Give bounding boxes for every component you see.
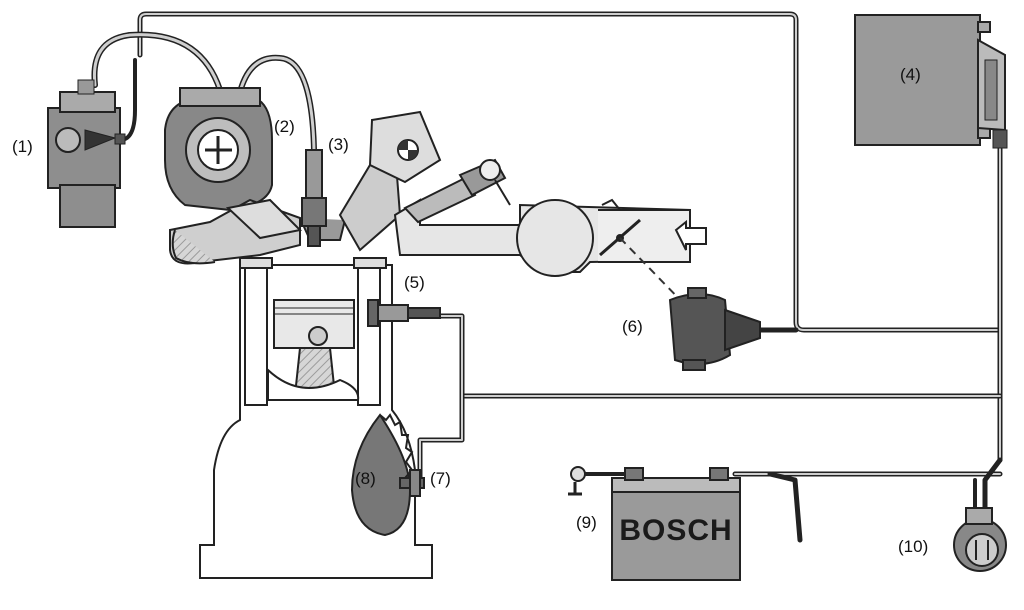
callout-labels: (1) (2) (3) (4) (5) (6) (7) (8) (9) (10) [12, 65, 928, 556]
speed-sensor [399, 469, 425, 497]
label-5: (5) [404, 273, 425, 292]
temperature-sensor [367, 299, 441, 327]
engine-control-unit [854, 14, 1008, 149]
label-2: (2) [274, 117, 295, 136]
label-4: (4) [900, 65, 921, 84]
distributor [164, 87, 273, 212]
label-6: (6) [622, 317, 643, 336]
label-10: (10) [898, 537, 928, 556]
label-1: (1) [12, 137, 33, 156]
label-8: (8) [355, 469, 376, 488]
throttle-position-sensor [668, 287, 761, 371]
ignition-coil [47, 79, 126, 228]
ignition-switch [953, 507, 1007, 572]
label-9: (9) [576, 513, 597, 532]
spark-plug [301, 149, 327, 247]
flywheel-ring-gear [350, 413, 414, 537]
label-7: (7) [430, 469, 451, 488]
label-3: (3) [328, 135, 349, 154]
battery-brand: BOSCH [619, 514, 732, 547]
cylinder-head [169, 110, 442, 265]
wiring-harness [91, 11, 1003, 543]
intake-manifold [393, 158, 707, 311]
battery: BOSCH [568, 466, 741, 581]
